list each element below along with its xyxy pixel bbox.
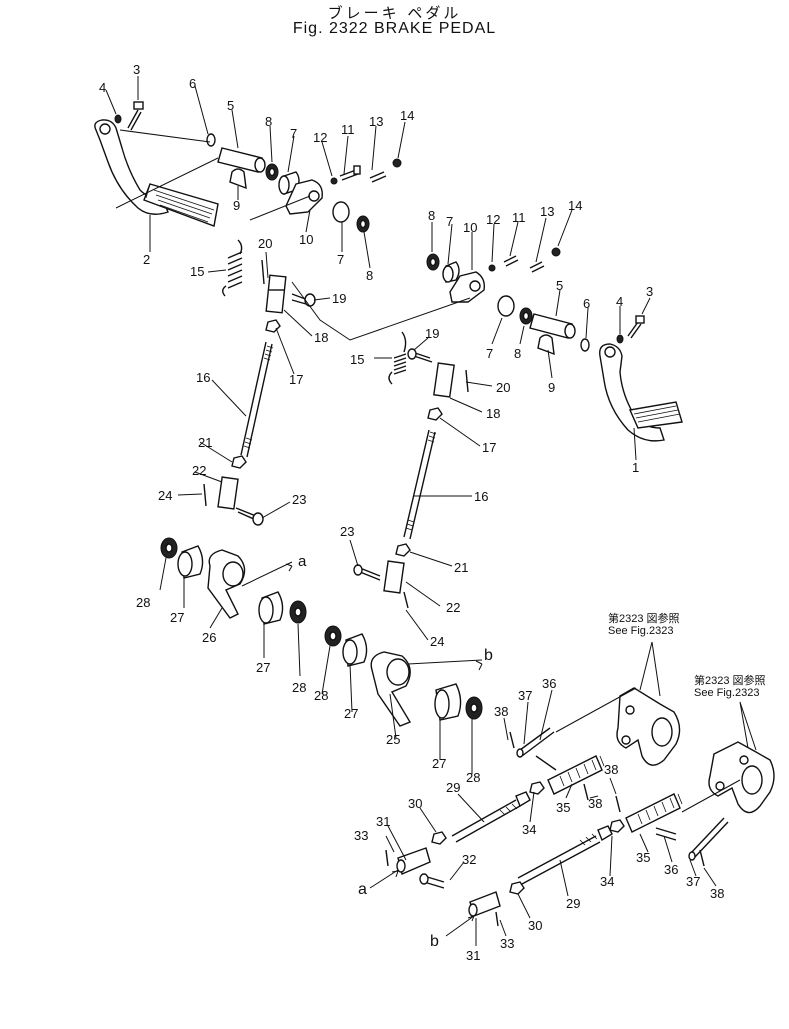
callout-33b: 33	[500, 936, 514, 951]
callout-r-17: 17	[482, 440, 496, 455]
callout-37: 37	[518, 688, 532, 703]
callout-r-13: 13	[540, 204, 554, 219]
callout-r-12: 12	[486, 212, 500, 227]
callout-12: 12	[313, 130, 327, 145]
callout-30b: 30	[528, 918, 542, 933]
diagram-title-japanese: ブレーキ ペダル	[327, 4, 462, 22]
callout-15: 15	[190, 264, 204, 279]
callout-r-6: 6	[583, 296, 590, 311]
brake-pedal-left	[94, 101, 402, 625]
callout-29: 29	[446, 780, 460, 795]
callout-29b: 29	[566, 896, 580, 911]
leader-lines	[105, 76, 757, 946]
callout-r-16: 16	[474, 489, 488, 504]
callout-r-7: 7	[446, 214, 453, 229]
callout-r-28b: 28	[466, 770, 480, 785]
callout-r-7b: 7	[486, 346, 493, 361]
callout-21: 21	[198, 435, 212, 450]
callout-23: 23	[292, 492, 306, 507]
callout-r-20: 20	[496, 380, 510, 395]
callout-26: 26	[202, 630, 216, 645]
callout-10: 10	[299, 232, 313, 247]
callout-35b: 35	[636, 850, 650, 865]
callout-30: 30	[408, 796, 422, 811]
callout-36: 36	[542, 676, 556, 691]
figure-references: 第2323 図参照 See Fig.2323 第2323 図参照 See Fig…	[608, 611, 766, 699]
callout-27b: 27	[256, 660, 270, 675]
callout-b: b	[484, 647, 493, 664]
callout-11: 11	[341, 122, 355, 137]
callout-34b: 34	[600, 874, 614, 889]
reference-fig2323-upper: See Fig.2323	[608, 625, 673, 637]
callout-18: 18	[314, 330, 328, 345]
callout-2: 2	[143, 252, 150, 267]
callout-19: 19	[332, 291, 346, 306]
callout-r-21: 21	[454, 560, 468, 575]
callout-r-27b: 27	[432, 756, 446, 771]
callout-28b: 28	[292, 680, 306, 695]
callout-8: 8	[265, 114, 272, 129]
callout-r-3: 3	[646, 284, 653, 299]
callout-38: 38	[494, 704, 508, 719]
callout-r-4: 4	[616, 294, 623, 309]
callout-9: 9	[233, 198, 240, 213]
reference-fig2323-lower: See Fig.2323	[694, 687, 759, 699]
callout-r-22: 22	[446, 600, 460, 615]
callout-r-18: 18	[486, 406, 500, 421]
callout-r-8b: 8	[514, 346, 521, 361]
callout-r-11: 11	[512, 210, 526, 225]
callout-28: 28	[136, 595, 150, 610]
brake-pedal-right	[324, 247, 683, 727]
callout-3: 3	[133, 62, 140, 77]
callout-38d: 38	[710, 886, 724, 901]
callout-38c: 38	[604, 762, 618, 777]
callout-r-28: 28	[314, 688, 328, 703]
callout-17: 17	[289, 372, 303, 387]
callout-r-5: 5	[556, 278, 563, 293]
callout-b-lower: b	[430, 933, 439, 950]
callout-labels: 3 4 6 5 8 7 12 11 13 14 9 2 10 7 8 20 15…	[99, 62, 724, 963]
callout-a: a	[298, 553, 307, 570]
callout-a-lower: a	[358, 881, 367, 898]
callout-38b: 38	[588, 796, 602, 811]
callout-35: 35	[556, 800, 570, 815]
reference-fig2323-upper-jp: 第2323 図参照	[608, 611, 680, 625]
callout-27: 27	[170, 610, 184, 625]
callout-r-27: 27	[344, 706, 358, 721]
callout-r-25: 25	[386, 732, 400, 747]
callout-20: 20	[258, 236, 272, 251]
callout-r-19: 19	[425, 326, 439, 341]
callout-4: 4	[99, 80, 106, 95]
callout-32: 32	[462, 852, 476, 867]
callout-r-23: 23	[340, 524, 354, 539]
diagram-title: Fig. 2322 BRAKE PEDAL	[292, 20, 497, 37]
callout-r-14: 14	[568, 198, 582, 213]
callout-14: 14	[400, 108, 414, 123]
callout-7: 7	[290, 126, 297, 141]
callout-r-8: 8	[428, 208, 435, 223]
callout-6: 6	[189, 76, 196, 91]
callout-33: 33	[354, 828, 368, 843]
callout-r-10: 10	[463, 220, 477, 235]
callout-7b: 7	[337, 252, 344, 267]
callout-34: 34	[522, 822, 536, 837]
brake-linkage	[385, 687, 775, 927]
callout-24: 24	[158, 488, 172, 503]
callout-r-9: 9	[548, 380, 555, 395]
callout-r-1: 1	[632, 460, 639, 475]
callout-r-24: 24	[430, 634, 444, 649]
callout-37b: 37	[686, 874, 700, 889]
callout-16: 16	[196, 370, 210, 385]
callout-13: 13	[369, 114, 383, 129]
callout-31: 31	[376, 814, 390, 829]
reference-fig2323-lower-jp: 第2323 図参照	[694, 673, 766, 687]
callout-8b: 8	[366, 268, 373, 283]
callout-r-15: 15	[350, 352, 364, 367]
callout-36b: 36	[664, 862, 678, 877]
callout-5: 5	[227, 98, 234, 113]
callout-31b: 31	[466, 948, 480, 963]
callout-22: 22	[192, 463, 206, 478]
